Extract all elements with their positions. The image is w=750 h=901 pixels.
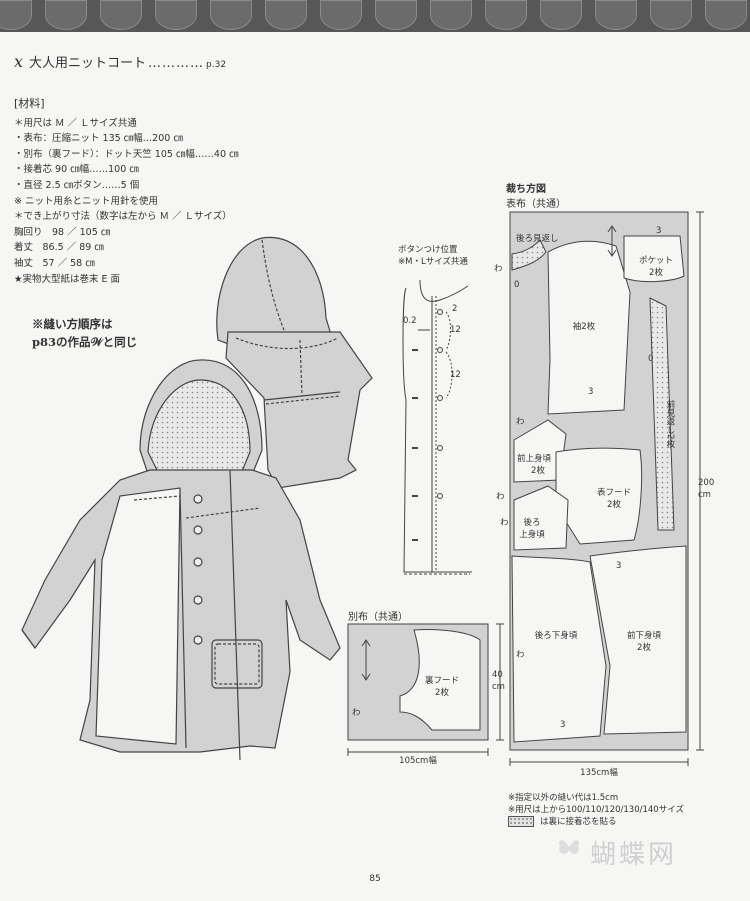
piece-label: 上身頃 (519, 530, 545, 540)
materials-line: 胸回り 98 ／ 105 ㎝ (14, 226, 111, 238)
piece-label: 裏フード (424, 676, 460, 686)
dimension-label: 12 (450, 370, 461, 380)
footnotes: ※指定以外の縫い代は1.5cm ※用尺は上から100/110/120/130/1… (508, 792, 684, 828)
banner-ornament (485, 0, 527, 30)
piece-label: 2枚 (435, 688, 449, 698)
main-fabric-label: 表布（共通） (506, 199, 566, 210)
coat-front-view (21, 359, 341, 761)
footnote-interfacing: は裏に接着芯を貼る (508, 816, 684, 828)
materials-list: [材料] ＊用尺は Ｍ ／ Ｌサイズ共通 ・表布：圧縮ニット 135 ㎝幅…20… (14, 96, 239, 287)
banner-ornament (320, 0, 362, 30)
width-dimension: 105cm幅 (399, 756, 437, 766)
note-line: p83の作品𝒲と同じ (32, 335, 138, 349)
fold-mark: わ (494, 264, 503, 274)
materials-line: ★実物大型紙は巻末 E 面 (14, 273, 121, 285)
dimension-label: 0.2 (403, 316, 417, 326)
seam-allowance-mark: 3 (588, 387, 594, 397)
fold-mark: わ (352, 708, 361, 718)
seam-allowance-mark: 0 (648, 354, 654, 364)
banner-ornament (540, 0, 582, 30)
page-title: x 大人用ニットコート…………p.32 (14, 52, 226, 71)
height-unit: cm (698, 490, 711, 500)
piece-label: 2枚 (637, 643, 651, 653)
footnote: ※指定以外の縫い代は1.5cm (508, 793, 619, 803)
title-leader: ………… (148, 56, 205, 71)
footnote: ※用尺は上から100/110/120/130/140サイズ (508, 805, 684, 815)
watermark: 蝴蝶网 (590, 840, 678, 870)
fold-mark: わ (496, 492, 505, 502)
piece-label: 袖2枚 (572, 322, 596, 332)
coat-back-view (216, 236, 373, 489)
cutting-layout-title: 裁ち方図 (506, 184, 546, 195)
materials-line: 着丈 86.5 ／ 89 ㎝ (14, 242, 104, 254)
button-placement-title: ボタンつけ位置 (398, 245, 458, 255)
materials-line: ＊用尺は Ｍ ／ Ｌサイズ共通 (14, 117, 137, 129)
butterfly-watermark-icon (559, 840, 579, 854)
sewing-order-note: ※縫い方順序は p83の作品𝒲と同じ (32, 315, 137, 351)
piece-label: 前上身頃 (516, 454, 552, 464)
materials-line: 袖丈 57 ／ 58 ㎝ (14, 257, 95, 269)
piece-label: 後ろ (523, 518, 541, 528)
seam-allowance-mark: 3 (616, 561, 622, 571)
piece-label: 2枚 (649, 268, 663, 278)
height-unit: cm (492, 682, 505, 692)
page-reference: p.32 (206, 60, 227, 70)
piece-label: 後ろ下身頃 (534, 631, 578, 641)
materials-line: ・別布（裏フード）：ドット天竺 105 ㎝幅……40 ㎝ (14, 148, 239, 160)
button-placement-diagram (402, 279, 472, 575)
banner-ornament (155, 0, 197, 30)
fold-mark: わ (516, 417, 525, 427)
banner-ornament (45, 0, 87, 30)
piece-label: 前見返し2枚 (665, 400, 675, 448)
dimension-label: 2 (452, 304, 458, 314)
button-placement-subtitle: ※M・Lサイズ共通 (398, 257, 468, 267)
banner-ornament (650, 0, 692, 30)
seam-allowance-mark: 3 (656, 226, 662, 236)
main-cutting-layout (509, 211, 704, 766)
note-line: ※縫い方順序は (32, 317, 113, 331)
materials-heading: [材料] (14, 97, 45, 110)
materials-line: ※ ニット用糸とニット用針を使用 (14, 195, 158, 207)
seam-allowance-mark: 3 (560, 720, 566, 730)
piece-label: 2枚 (531, 466, 545, 476)
decorative-banner (0, 0, 750, 32)
dimension-label: 12 (450, 325, 461, 335)
piece-label: 2枚 (607, 500, 621, 510)
materials-line: ＊でき上がり寸法（数字は左から Ｍ ／ Ｌサイズ） (14, 211, 232, 223)
contrast-fabric-label: 別布（共通） (348, 612, 408, 623)
seam-allowance-mark: 0 (514, 280, 520, 290)
banner-ornament (265, 0, 307, 30)
piece-label: ポケット (638, 256, 674, 266)
banner-ornament (210, 0, 252, 30)
banner-ornament (595, 0, 637, 30)
sub-cutting-layout (347, 623, 504, 756)
width-dimension: 135cm幅 (580, 768, 618, 778)
project-letter: x (14, 52, 24, 71)
materials-line: ・表布：圧縮ニット 135 ㎝幅…200 ㎝ (14, 133, 183, 145)
banner-ornament (100, 0, 142, 30)
fold-mark: わ (516, 650, 525, 660)
banner-ornament (430, 0, 472, 30)
project-title: 大人用ニットコート (29, 56, 147, 71)
materials-line: ・接着芯 90 ㎝幅……100 ㎝ (14, 164, 139, 176)
interfacing-swatch (508, 816, 534, 827)
fold-mark: わ (500, 518, 509, 528)
piece-label: 前下身頃 (626, 631, 662, 641)
materials-line: ・直径 2.5 ㎝ボタン……5 個 (14, 179, 140, 191)
piece-label: 後ろ見返し (516, 234, 559, 244)
banner-ornament (375, 0, 417, 30)
height-dimension: 200 (698, 478, 715, 488)
banner-ornament (705, 0, 747, 30)
height-dimension: 40 (492, 670, 503, 680)
piece-label: 表フード (596, 488, 632, 498)
page-number: 85 (369, 874, 381, 884)
